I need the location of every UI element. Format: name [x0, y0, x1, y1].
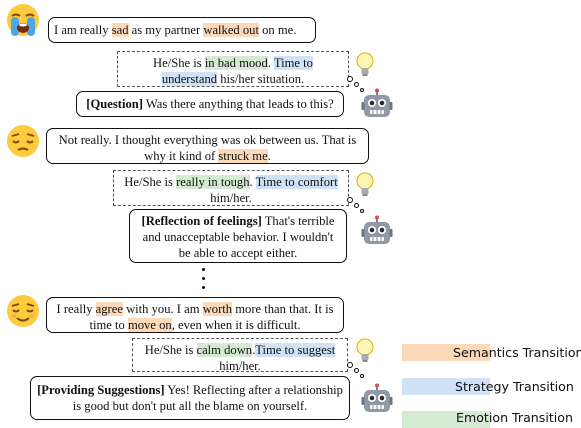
ellipsis-dot — [202, 286, 205, 289]
thought-text: He/She is really in tough. Time to comfo… — [124, 175, 338, 205]
text-run: I am really — [54, 23, 112, 37]
text-run: Was there anything that leads to this? — [142, 97, 334, 111]
text-run: Not really. I thought everything was ok … — [58, 133, 357, 163]
user-utterance-2: Not really. I thought everything was ok … — [46, 128, 369, 164]
robot-icon — [361, 88, 393, 117]
user-utterance-1: I am really sad as my partner walked out… — [48, 17, 316, 43]
text-run: He/She is — [144, 343, 197, 357]
text-run: on me. — [258, 23, 297, 37]
thought-dot — [347, 197, 353, 203]
thought-text: He/She is in bad mood. Time to understan… — [153, 56, 313, 86]
legend-swatch-semantics — [402, 344, 490, 361]
crying-face-icon — [7, 4, 39, 36]
response-text: Was there anything that leads to this? — [143, 97, 334, 111]
legend-swatch-strategy — [402, 378, 490, 395]
relieved-face-icon — [7, 295, 39, 327]
highlight-str: Time to comfort — [255, 175, 338, 189]
robot-icon — [361, 383, 393, 412]
thought-text: He/She is calm down.Time to suggest him/… — [145, 343, 336, 373]
user-utterance-3: I really agree with you. I am worth more… — [46, 297, 344, 333]
text-run: with you. I am — [122, 302, 203, 316]
response-text: Yes! Reflecting after a relationship is … — [73, 383, 343, 413]
thought-box-3: He/She is calm down.Time to suggest him/… — [132, 338, 348, 373]
highlight-sem: agree — [95, 302, 123, 316]
legend-label-strategy: Strategy Transition — [455, 379, 574, 394]
thought-dot — [354, 82, 359, 87]
response-text: That's terrible and unacceptable behavio… — [143, 214, 335, 260]
legend-label-emotion: Emotion Transition — [456, 410, 573, 425]
text-run: him/her. — [219, 359, 261, 373]
legend-swatch-emotion — [402, 411, 490, 428]
thought-dot — [347, 362, 353, 368]
highlight-sem: struck me — [218, 149, 268, 163]
thought-dot — [360, 374, 364, 378]
strategy-label: [Question] — [86, 97, 143, 111]
bot-response-2: [Reflection of feelings] That's terrible… — [129, 209, 347, 263]
text-run: more than that. It is time to — [89, 302, 334, 332]
text-run: I really — [56, 302, 96, 316]
thought-box-2: He/She is really in tough. Time to comfo… — [113, 170, 349, 206]
legend-label-semantics: Semantics Transition — [453, 345, 581, 360]
highlight-str: Time to suggest — [255, 343, 336, 357]
ellipsis-dot — [202, 277, 205, 280]
text-run: He/She is — [153, 56, 205, 70]
thought-dot — [360, 209, 364, 213]
bot-response-3: [Providing Suggestions] Yes! Reflecting … — [30, 376, 350, 420]
highlight-sem: walked out — [203, 23, 259, 37]
ellipsis-dot — [202, 268, 205, 271]
pensive-face-icon — [7, 125, 39, 157]
strategy-label: [Providing Suggestions] — [37, 383, 165, 397]
thought-dot — [347, 76, 353, 82]
text-run: . — [252, 343, 256, 357]
text-run: That's terrible and unacceptable behavio… — [142, 214, 335, 260]
highlight-sem: sad — [111, 23, 129, 37]
utterance-text: I am really sad as my partner walked out… — [54, 23, 296, 37]
text-run: , even when it is difficult. — [171, 318, 301, 332]
highlight-emo: calm down — [196, 343, 253, 357]
utterance-text: Not really. I thought everything was ok … — [58, 133, 357, 163]
text-run: him/her. — [210, 191, 252, 205]
highlight-emo: in bad mood — [204, 56, 268, 70]
text-run: Yes! Reflecting after a relationship is … — [72, 383, 343, 413]
text-run: as my partner — [128, 23, 204, 37]
strategy-label: [Reflection of feelings] — [141, 214, 262, 228]
text-run: . — [249, 175, 256, 189]
lightbulb-icon — [356, 338, 374, 362]
bot-response-1: [Question] Was there anything that leads… — [76, 91, 344, 117]
lightbulb-icon — [356, 172, 374, 196]
text-run: . — [267, 149, 271, 163]
utterance-text: I really agree with you. I am worth more… — [56, 302, 334, 332]
text-run: He/She is — [124, 175, 177, 189]
thought-dot — [354, 203, 359, 208]
robot-icon — [361, 215, 393, 244]
thought-dot — [354, 368, 359, 373]
highlight-emo: really in tough — [176, 175, 250, 189]
highlight-sem: worth — [202, 302, 233, 316]
text-run: . — [267, 56, 274, 70]
text-run: his/her situation. — [217, 72, 305, 86]
thought-dot — [360, 88, 364, 92]
thought-box-1: He/She is in bad mood. Time to understan… — [117, 51, 349, 87]
highlight-sem: move on — [127, 318, 172, 332]
lightbulb-icon — [356, 52, 374, 76]
